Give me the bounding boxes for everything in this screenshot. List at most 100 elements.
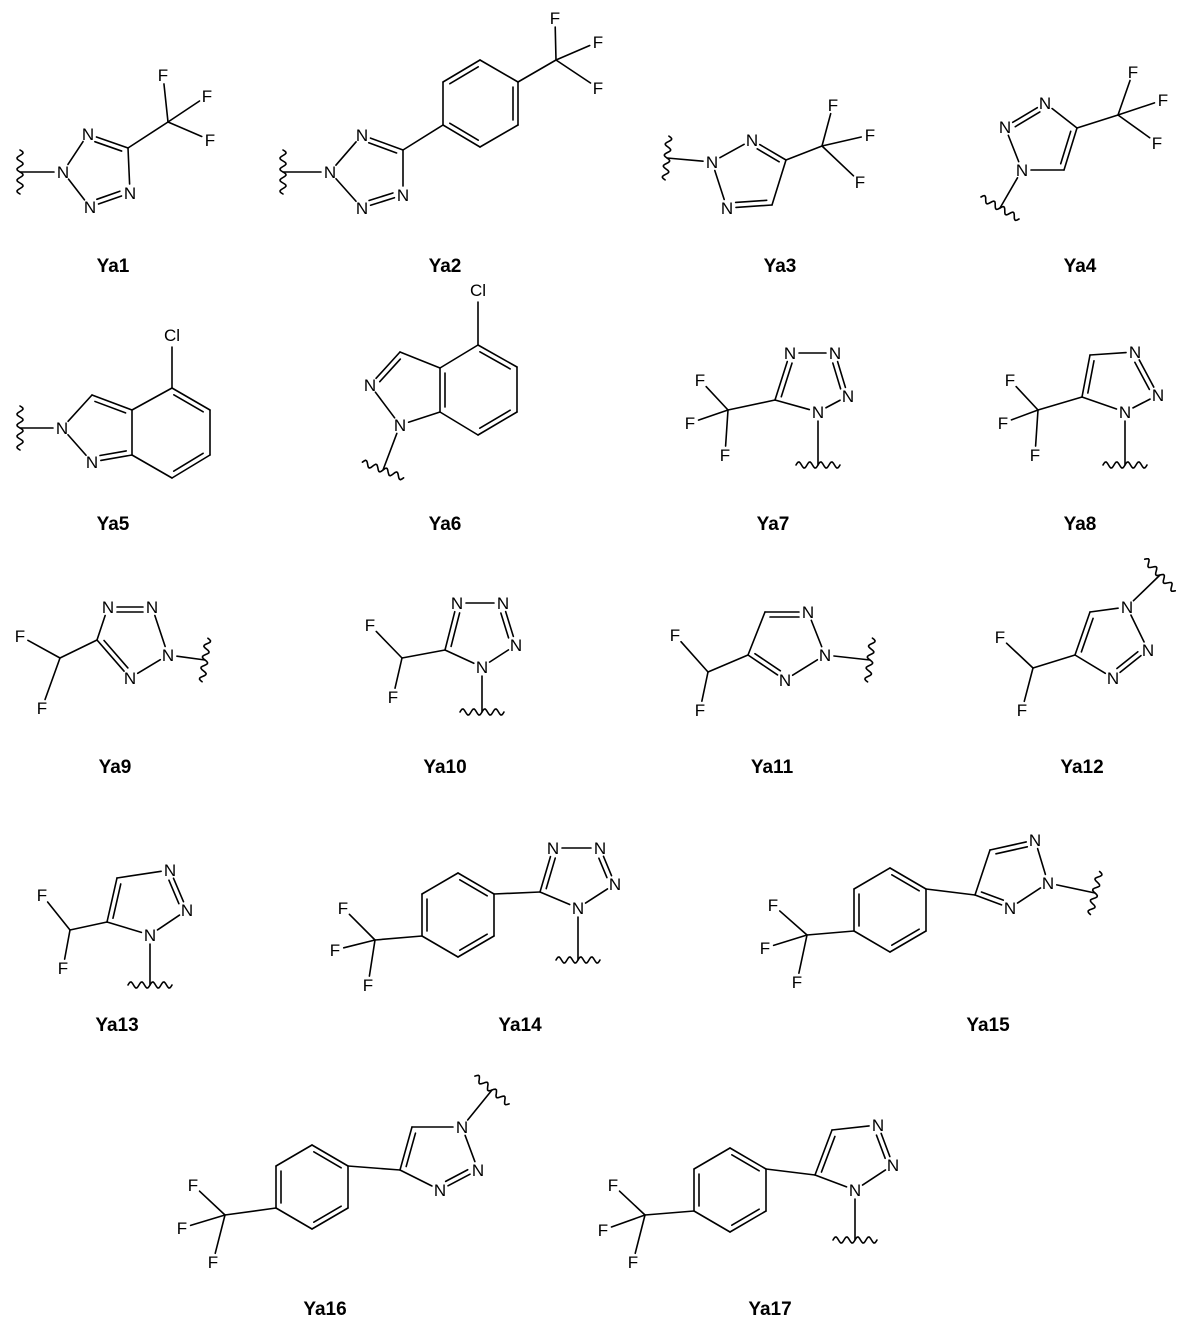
single-bond (807, 931, 854, 935)
double-bond-inner (781, 363, 792, 397)
atom-label: N (124, 669, 136, 688)
single-bond (215, 1215, 225, 1253)
single-bond (68, 142, 83, 165)
compound-label: Ya14 (498, 1015, 542, 1036)
attachment-bond (1000, 178, 1017, 208)
double-bond (376, 352, 400, 378)
single-bond (480, 125, 518, 147)
atom-label: N (86, 453, 98, 472)
atom-label: F (685, 414, 695, 433)
compound-label: Ya15 (966, 1015, 1010, 1036)
single-bond (694, 1148, 730, 1169)
atom-label: N (829, 344, 841, 363)
atom-label: F (37, 886, 47, 905)
atom-label: F (695, 371, 705, 390)
double-bond (172, 455, 210, 478)
atom-label: N (1119, 403, 1131, 422)
double-bond (890, 931, 926, 952)
atom-label: F (998, 414, 1008, 433)
single-bond (702, 672, 708, 701)
atom-label: F (1158, 91, 1168, 110)
attachment-bond (834, 656, 870, 660)
structure-ya12: NNNFFYa12 (995, 559, 1175, 778)
single-bond (1038, 397, 1082, 410)
double-bond (370, 138, 403, 150)
single-bond (1118, 103, 1154, 115)
atom-label: Cl (164, 326, 180, 345)
atom-label: N (57, 163, 69, 182)
single-bond (772, 160, 786, 205)
single-bond (799, 935, 807, 973)
single-bond (586, 889, 608, 903)
atom-label: N (162, 646, 174, 665)
atom-label: N (721, 199, 733, 218)
atom-label: N (1152, 386, 1164, 405)
single-bond (1082, 397, 1117, 409)
double-bond-inner (406, 1133, 415, 1166)
single-bond (826, 400, 840, 408)
single-bond (611, 1215, 645, 1227)
structure-ya6: NNClYa6 (362, 281, 517, 535)
single-bond (1033, 655, 1075, 668)
single-bond (1008, 135, 1018, 161)
single-bond (344, 940, 375, 948)
atom-label: N (451, 594, 463, 613)
single-bond (854, 931, 890, 952)
atom-label: N (1039, 94, 1051, 113)
single-bond (1024, 668, 1033, 701)
atom-label: N (181, 901, 193, 920)
atom-label: N (706, 153, 718, 172)
single-bond (815, 1175, 847, 1187)
atom-label: Cl (470, 281, 486, 300)
atom-label: N (779, 671, 791, 690)
single-bond (706, 387, 728, 410)
wavy-attachment-line (981, 196, 1019, 221)
single-bond (157, 915, 179, 930)
atom-label: F (670, 626, 680, 645)
single-bond (774, 935, 807, 945)
atom-label: F (855, 173, 865, 192)
atom-label: F (365, 616, 375, 635)
atom-label: F (188, 1176, 198, 1195)
single-bond (440, 345, 478, 368)
single-bond (409, 412, 440, 422)
single-bond (1075, 655, 1105, 673)
single-bond (1118, 115, 1150, 138)
atom-label: N (609, 875, 621, 894)
double-bond (312, 1208, 348, 1229)
single-bond (822, 137, 861, 146)
single-bond (117, 871, 161, 878)
double-bond (478, 412, 517, 435)
atom-label: F (628, 1253, 638, 1272)
atom-label: N (849, 1181, 861, 1200)
structure-ya7: NNNNFFFYa7 (685, 344, 854, 535)
single-bond (48, 902, 70, 930)
double-bond (443, 60, 480, 82)
single-bond (445, 650, 474, 663)
atom-label: N (1121, 598, 1133, 617)
compound-label: Ya2 (429, 256, 462, 277)
single-bond (400, 1170, 432, 1186)
double-bond (174, 878, 184, 901)
single-bond (480, 60, 518, 82)
double-bond (730, 1148, 766, 1169)
attachment-bond (1133, 575, 1160, 601)
atom-label: F (15, 627, 25, 646)
atom-label: F (792, 973, 802, 992)
atom-label: F (202, 87, 212, 106)
single-bond (822, 146, 853, 176)
atom-label: N (1129, 343, 1141, 362)
atom-label: F (828, 96, 838, 115)
double-bond (478, 345, 517, 367)
double-bond (96, 137, 128, 148)
double-bond-inner (1061, 131, 1071, 163)
atom-label: N (356, 199, 368, 218)
double-bond (172, 388, 210, 410)
atom-label: N (394, 416, 406, 435)
single-bond (376, 631, 402, 658)
attachment-bond (667, 158, 703, 161)
atom-label: N (802, 603, 814, 622)
attachment-bond (383, 433, 397, 470)
atom-label: N (510, 636, 522, 655)
